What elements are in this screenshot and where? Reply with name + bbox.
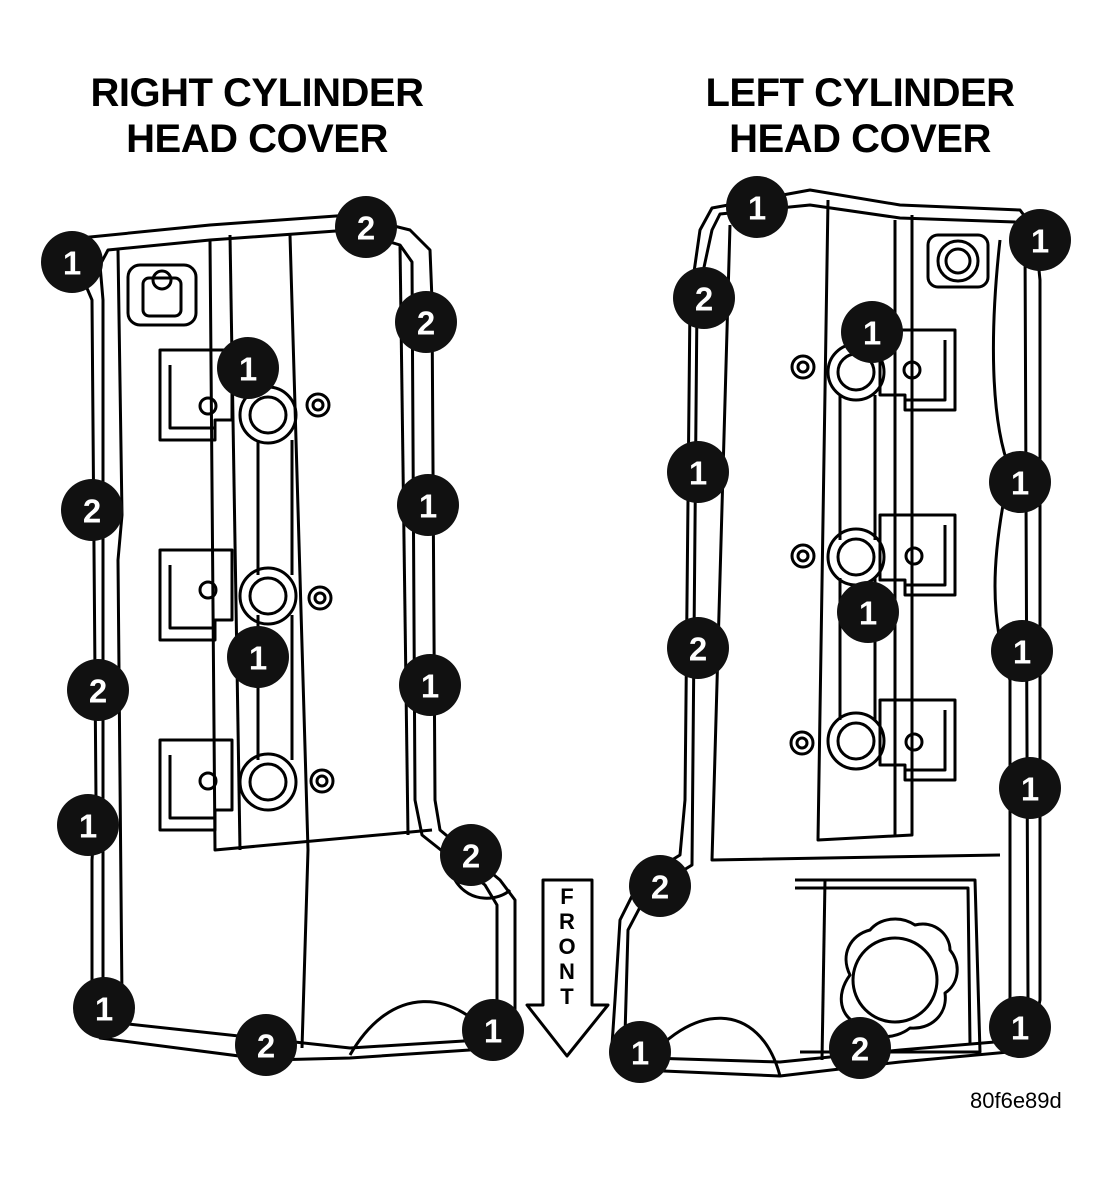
left-cover-bolt-12: 1 xyxy=(609,1021,671,1083)
left-cover-bolt-4: 1 xyxy=(841,301,903,363)
right-cover-bolt-1: 1 xyxy=(41,231,103,293)
bolt-marker xyxy=(440,824,502,886)
right-cover-bolt-13: 1 xyxy=(462,999,524,1061)
left-cover-bolt-2: 1 xyxy=(1009,209,1071,271)
bolt-number: 1 xyxy=(689,455,707,492)
bolt-number: 2 xyxy=(651,869,669,906)
right-cover-bolt-11: 1 xyxy=(73,977,135,1039)
front-letter: F xyxy=(560,884,573,909)
bolt-marker xyxy=(397,474,459,536)
bolt-number: 2 xyxy=(357,210,375,247)
right-cover-bolt-12: 2 xyxy=(440,824,502,886)
left-cover-bolt-7: 1 xyxy=(837,581,899,643)
bolt-number: 2 xyxy=(462,838,480,875)
bolt-marker xyxy=(399,654,461,716)
bolt-marker xyxy=(726,176,788,238)
bolt-marker xyxy=(841,301,903,363)
right-cover-title: RIGHT CYLINDER HEAD COVER xyxy=(90,71,425,161)
bolt-number: 1 xyxy=(1031,223,1049,260)
left-cover-bolt-14: 1 xyxy=(989,996,1051,1058)
bolt-number: 1 xyxy=(419,488,437,525)
bolt-marker xyxy=(1009,209,1071,271)
bolt-number: 1 xyxy=(1011,1010,1029,1047)
right-cover-bolt-7: 2 xyxy=(67,659,129,721)
bolt-number: 1 xyxy=(863,315,881,352)
bolt-number: 1 xyxy=(748,190,766,227)
left-cover-bolt-10: 1 xyxy=(999,757,1061,819)
bolt-number: 1 xyxy=(63,245,81,282)
bolt-marker xyxy=(395,291,457,353)
bolt-marker xyxy=(989,996,1051,1058)
bolt-marker xyxy=(462,999,524,1061)
bolt-number: 1 xyxy=(239,351,257,388)
bolt-number: 1 xyxy=(1021,771,1039,808)
right-cover-bolt-3: 2 xyxy=(395,291,457,353)
bolt-marker xyxy=(673,267,735,329)
left-cover-bolt-11: 2 xyxy=(629,855,691,917)
bolt-marker xyxy=(609,1021,671,1083)
bolt-marker xyxy=(67,659,129,721)
bolt-marker xyxy=(217,337,279,399)
bolt-marker xyxy=(235,1014,297,1076)
bolt-marker xyxy=(989,451,1051,513)
bolt-number: 2 xyxy=(417,305,435,342)
bolt-marker xyxy=(73,977,135,1039)
right-cover-bolt-6: 1 xyxy=(397,474,459,536)
left-cover-bolt-5: 1 xyxy=(667,441,729,503)
bolt-number: 1 xyxy=(1013,634,1031,671)
bolt-marker xyxy=(829,1017,891,1079)
bolt-number: 2 xyxy=(695,281,713,318)
bolt-number: 1 xyxy=(484,1013,502,1050)
right-cover-bolt-2: 2 xyxy=(335,196,397,258)
left-cover-title: LEFT CYLINDER HEAD COVER xyxy=(705,71,1015,161)
bolt-number: 2 xyxy=(851,1031,869,1068)
bolt-number: 1 xyxy=(421,668,439,705)
front-letter: T xyxy=(560,984,574,1009)
left-cover-bolt-8: 2 xyxy=(667,617,729,679)
bolt-marker xyxy=(999,757,1061,819)
bolt-marker xyxy=(61,479,123,541)
bolt-marker xyxy=(41,231,103,293)
bolt-number: 1 xyxy=(1011,465,1029,502)
bolt-number: 1 xyxy=(95,991,113,1028)
right-cover-bolt-4: 1 xyxy=(217,337,279,399)
bolt-number: 2 xyxy=(83,493,101,530)
bolt-number: 1 xyxy=(79,808,97,845)
bolt-marker xyxy=(667,617,729,679)
bolt-number: 1 xyxy=(631,1035,649,1072)
bolt-number: 1 xyxy=(249,640,267,677)
bolt-number: 1 xyxy=(859,595,877,632)
right-cover-bolt-8: 1 xyxy=(227,626,289,688)
figure-code: 80f6e89d xyxy=(970,1088,1062,1113)
left-cover-bolt-13: 2 xyxy=(829,1017,891,1079)
right-cover-bolt-9: 1 xyxy=(399,654,461,716)
front-arrow xyxy=(525,878,610,1058)
left-cover-bolt-9: 1 xyxy=(991,620,1053,682)
right-cover-bolt-10: 1 xyxy=(57,794,119,856)
bolt-marker xyxy=(227,626,289,688)
bolt-marker xyxy=(629,855,691,917)
front-letter: O xyxy=(558,934,575,959)
left-cover-bolt-1: 1 xyxy=(726,176,788,238)
bolt-marker xyxy=(837,581,899,643)
front-letter: R xyxy=(559,909,575,934)
right-cover-bolt-14: 2 xyxy=(235,1014,297,1076)
left-cover-bolt-6: 1 xyxy=(989,451,1051,513)
bolt-marker xyxy=(335,196,397,258)
bolt-marker xyxy=(991,620,1053,682)
bolt-number: 2 xyxy=(89,673,107,710)
right-cover-bolt-5: 2 xyxy=(61,479,123,541)
bolt-number: 2 xyxy=(257,1028,275,1065)
bolt-marker xyxy=(667,441,729,503)
front-letter: N xyxy=(559,959,575,984)
bolt-number: 2 xyxy=(689,631,707,668)
bolt-callouts: 1 2 2 1 2 1 2 1 1 1 1 2 1 2 1 1 2 1 1 1 1 2 1 1 2 1 2 1 xyxy=(41,176,1071,1083)
left-cover-bolt-3: 2 xyxy=(673,267,735,329)
bolt-marker xyxy=(57,794,119,856)
